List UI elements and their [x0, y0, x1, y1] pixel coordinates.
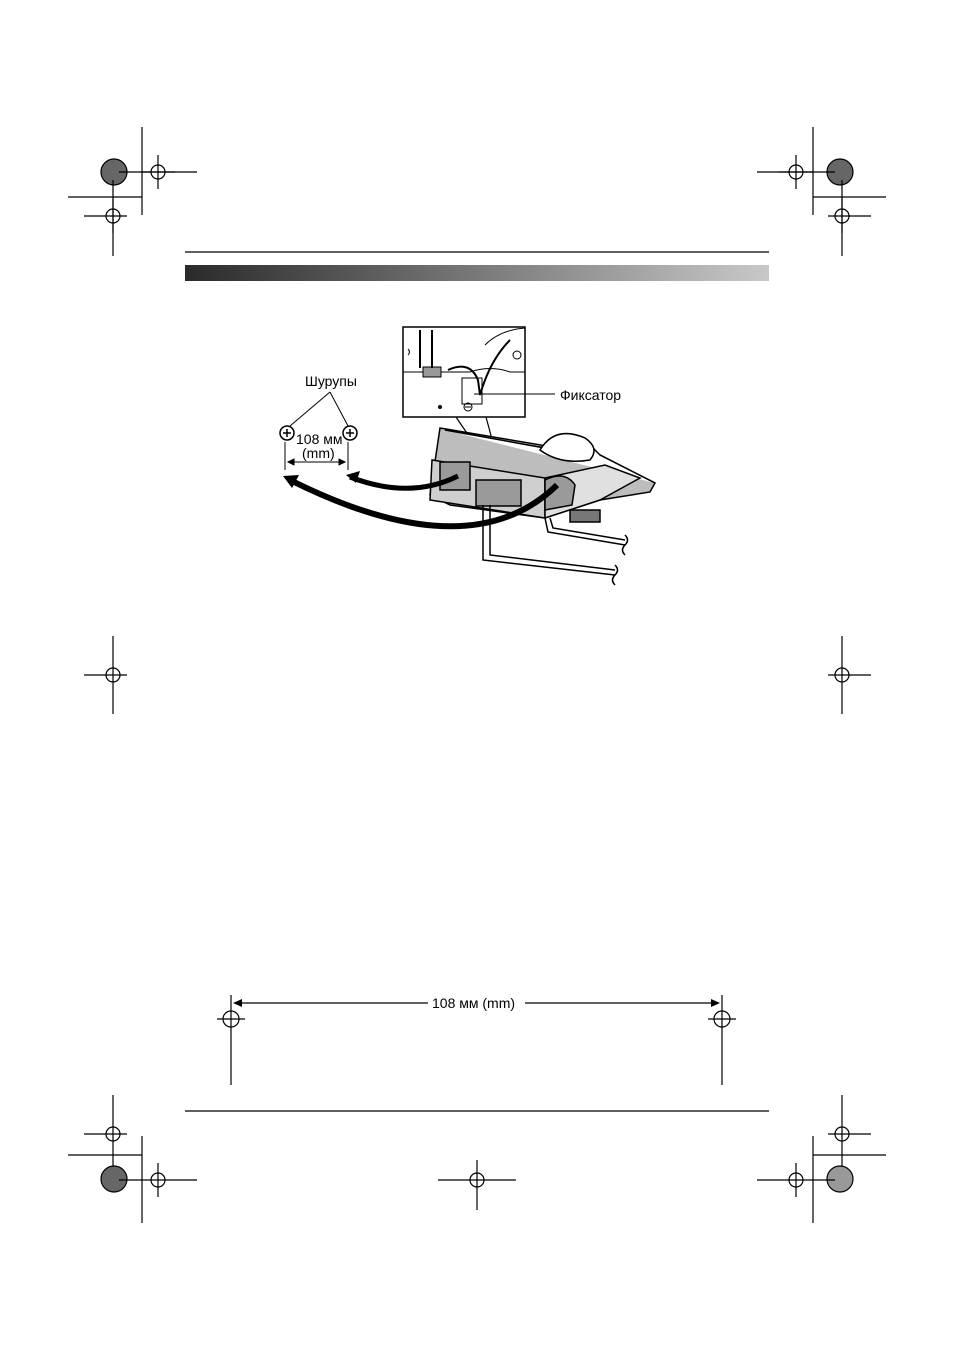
registration-marks-top: [68, 127, 886, 256]
header-band: [185, 265, 769, 281]
crosshair-icon: [84, 668, 127, 682]
crosshair-icon: [84, 199, 127, 233]
crosshair-icon: [828, 1127, 871, 1141]
crosshair-icon: [828, 668, 871, 682]
screw-icon: [343, 426, 357, 440]
template-dimension-label: 108 мм (mm): [432, 995, 515, 1011]
registration-marks-bottom: [68, 1095, 886, 1223]
latch-label: Фиксатор: [560, 387, 621, 403]
color-target-icon: [827, 1166, 853, 1192]
crosshair-icon: [84, 1127, 127, 1141]
registration-marks-middle: [84, 636, 871, 714]
crosshair-icon: [141, 155, 175, 189]
screw-icon: [280, 426, 294, 440]
phone-base-unit: [430, 428, 655, 522]
color-target-icon: [101, 1166, 127, 1192]
wall-mount-figure: Фиксатор: [280, 327, 655, 585]
crosshair-icon: [828, 199, 871, 233]
screws-label: Шурупы: [305, 373, 357, 389]
small-dimension-unit: (mm): [302, 445, 335, 461]
crosshair-icon: [779, 155, 813, 189]
